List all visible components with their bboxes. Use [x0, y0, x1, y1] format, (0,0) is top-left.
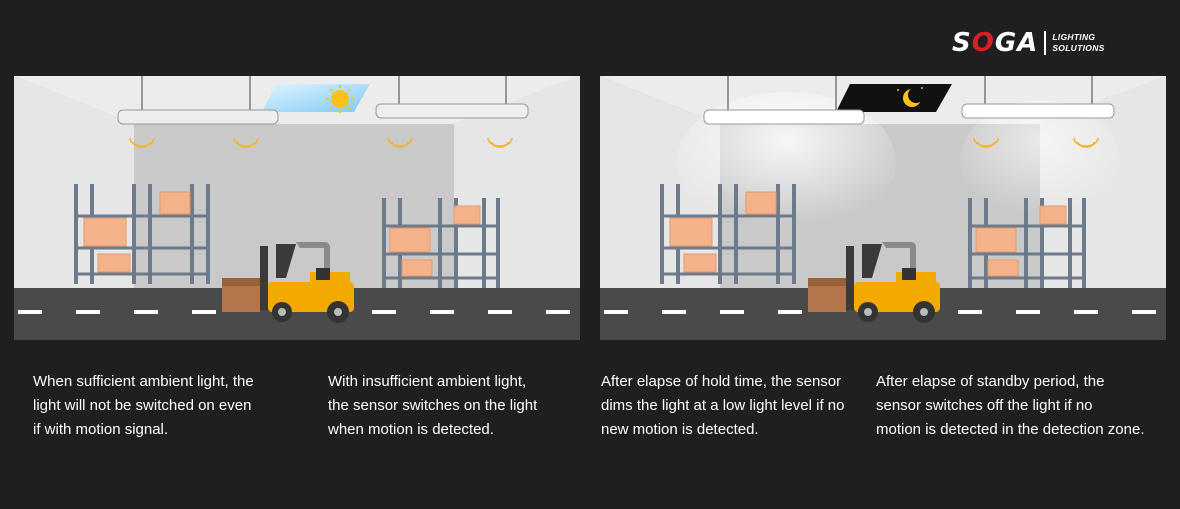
- warehouse-scene-day: [14, 76, 580, 340]
- brand-tagline: LIGHTING SOLUTIONS: [1052, 32, 1105, 53]
- storage-rack: [74, 184, 500, 288]
- skylight-window: [836, 84, 952, 112]
- moon-icon: [897, 87, 924, 107]
- motion-sensor-icon: [129, 137, 513, 148]
- sun-icon: [326, 85, 354, 113]
- motion-sensor-icon: [973, 137, 1099, 148]
- ceiling-light: [117, 103, 529, 125]
- caption-motion-on: With insufficient ambient light,the sens…: [328, 373, 538, 438]
- brand-name: SOGA: [952, 28, 1039, 58]
- forklift: [808, 242, 940, 323]
- storage-rack: [660, 184, 1086, 288]
- warehouse-scene-night: [600, 76, 1166, 340]
- forklift: [222, 242, 354, 323]
- brand-logo: SOGA LIGHTING SOLUTIONS: [952, 28, 1105, 58]
- ceiling-light: [703, 103, 1115, 125]
- logo-divider: [1044, 31, 1047, 55]
